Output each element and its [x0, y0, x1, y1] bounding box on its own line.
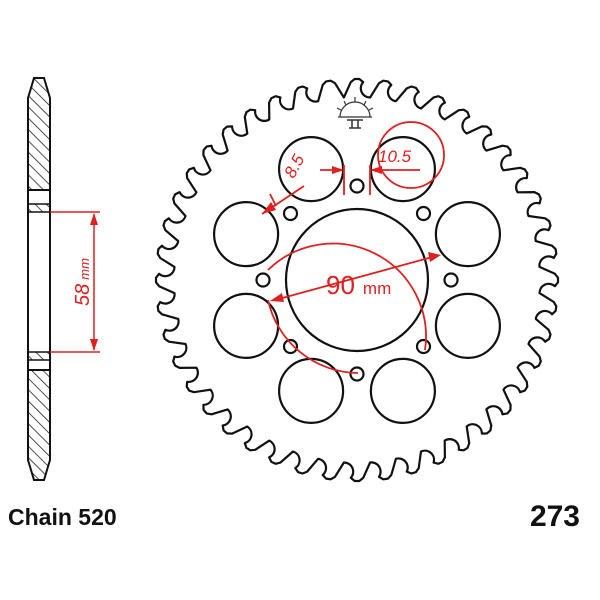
center-bore: [284, 207, 430, 353]
lightening-hole: [213, 201, 280, 268]
pitch-circle-arc-right: [267, 242, 427, 351]
side-profile-hub: [27, 189, 51, 371]
center-hole-dimension: 10.5: [378, 147, 412, 166]
offset-value: 58: [72, 284, 94, 306]
sprocket-front-view: [154, 77, 560, 483]
bolt-hole: [415, 205, 432, 222]
lightening-hole: [369, 357, 436, 424]
chain-size-label: Chain 520: [8, 504, 117, 530]
sprocket-side-profile: [27, 77, 51, 481]
dimension-overlays: [261, 121, 445, 374]
side-profile-top-tooth: [27, 77, 51, 191]
bolt-hole: [282, 205, 299, 222]
lightening-hole: [278, 357, 345, 424]
part-number: 273: [529, 500, 580, 533]
offset-unit: mm: [77, 258, 92, 280]
bolt-hole: [255, 272, 271, 288]
bolt-hole: [415, 338, 432, 355]
bolt-hole: [349, 366, 365, 382]
bolt-hole: [282, 338, 299, 355]
side-profile-bottom-tooth: [27, 369, 51, 481]
bolt-hole-dimension: 8.5: [281, 151, 309, 181]
side-profile-upper-band: [27, 203, 51, 213]
tooth-outline: [154, 77, 560, 483]
offset-dimension: 58 mm: [50, 211, 100, 353]
logo-mark-icon: [336, 97, 374, 129]
pitch-circle-value: 90: [326, 270, 355, 300]
lightening-hole: [434, 292, 501, 359]
pitch-circle-unit: mm: [363, 279, 391, 298]
pitch-circle-arc: [267, 299, 359, 374]
bolt-hole: [349, 178, 365, 194]
center-hole-callout-circle: [377, 121, 445, 189]
svg-text:58mm: 58 mm: [72, 258, 94, 306]
side-profile-lower-band: [27, 351, 51, 361]
bolt-hole: [443, 272, 459, 288]
lightening-hole: [434, 201, 501, 268]
pitch-circle-diameter-line: [274, 255, 437, 301]
